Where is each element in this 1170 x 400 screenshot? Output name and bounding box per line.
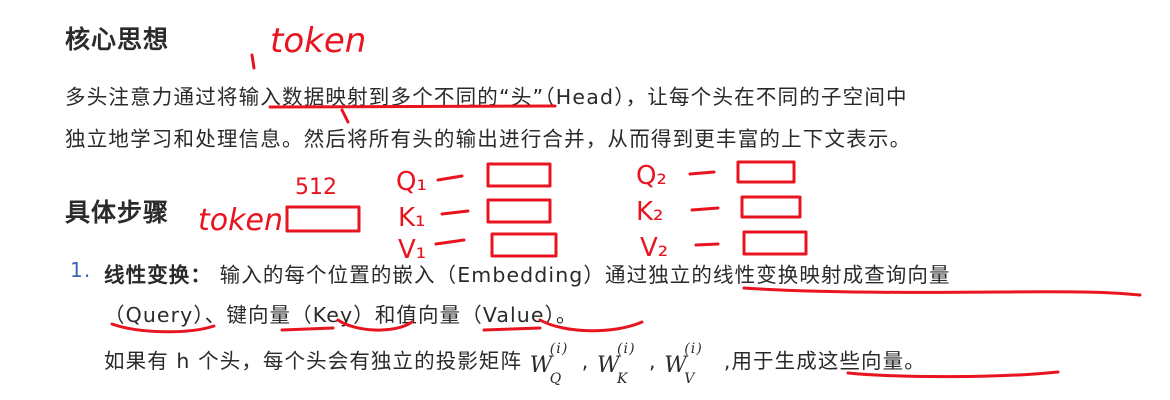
annotation-dash-k1	[440, 209, 470, 216]
annotation-token-vector	[285, 205, 361, 233]
math-wk: W(i)K	[596, 341, 636, 387]
annotation-dash-v1	[434, 238, 466, 246]
annotation-box-v1	[490, 232, 558, 258]
list-item-text: 输入的每个位置的嵌入（Embedding）通过独立的线性变换映射成查询向量	[219, 263, 951, 287]
annotation-k1: K₁	[398, 203, 425, 233]
annotation-q1: Q₁	[396, 167, 427, 197]
annotation-underline-value-vector	[482, 326, 542, 332]
annotation-k2: K₂	[636, 197, 663, 227]
annotation-tick	[250, 53, 256, 70]
list-item-line-1: 线性变换： 输入的每个位置的嵌入（Embedding）通过独立的线性变换映射成查…	[104, 258, 951, 288]
annotation-dash-k2	[690, 206, 720, 212]
annotation-box-k1	[486, 198, 552, 224]
list-item-line-2: （Query）、键向量（Key）和值向量（Value）。	[104, 303, 578, 327]
section-heading-steps: 具体步骤	[65, 198, 170, 227]
annotation-q2: Q₂	[636, 161, 667, 191]
annotation-mark	[340, 108, 350, 124]
paragraph-line-2: 独立地学习和处理信息。然后将所有头的输出进行合并，从而得到更丰富的上下文表示。	[65, 127, 912, 151]
annotation-token-left: token	[198, 203, 283, 238]
annotation-dash-q1	[436, 174, 464, 182]
annotation-box-q1	[486, 162, 552, 188]
list-item-line-3: 如果有 h 个头，每个头会有独立的投影矩阵 W(i)Q , W(i)K , W(…	[104, 341, 926, 387]
list-item-term: 线性变换：	[104, 263, 212, 287]
list-item-line3-end: ,用于生成这些向量。	[723, 349, 926, 373]
math-wv: W(i)V	[664, 341, 703, 387]
paragraph-line-1: 多头注意力通过将输入数据映射到多个不同的“头”（Head），让每个头在不同的子空…	[65, 85, 908, 109]
annotation-box-q2	[736, 160, 796, 184]
annotation-dim-512: 512	[295, 175, 337, 200]
section-heading-core-idea: 核心思想	[65, 25, 170, 54]
annotation-dash-q2	[688, 170, 716, 176]
annotation-token-top: token	[270, 21, 366, 61]
annotation-box-k2	[740, 195, 802, 219]
list-number: 1.	[70, 258, 92, 282]
annotation-dash-v2	[694, 242, 720, 247]
annotation-underline-key-vector	[280, 326, 335, 332]
annotation-underline-linear	[742, 286, 1142, 297]
list-item-line3-text: 如果有 h 个头，每个头会有独立的投影矩阵	[104, 349, 523, 373]
annotation-box-v2	[742, 230, 808, 256]
math-wq: W(i)Q	[529, 341, 569, 387]
